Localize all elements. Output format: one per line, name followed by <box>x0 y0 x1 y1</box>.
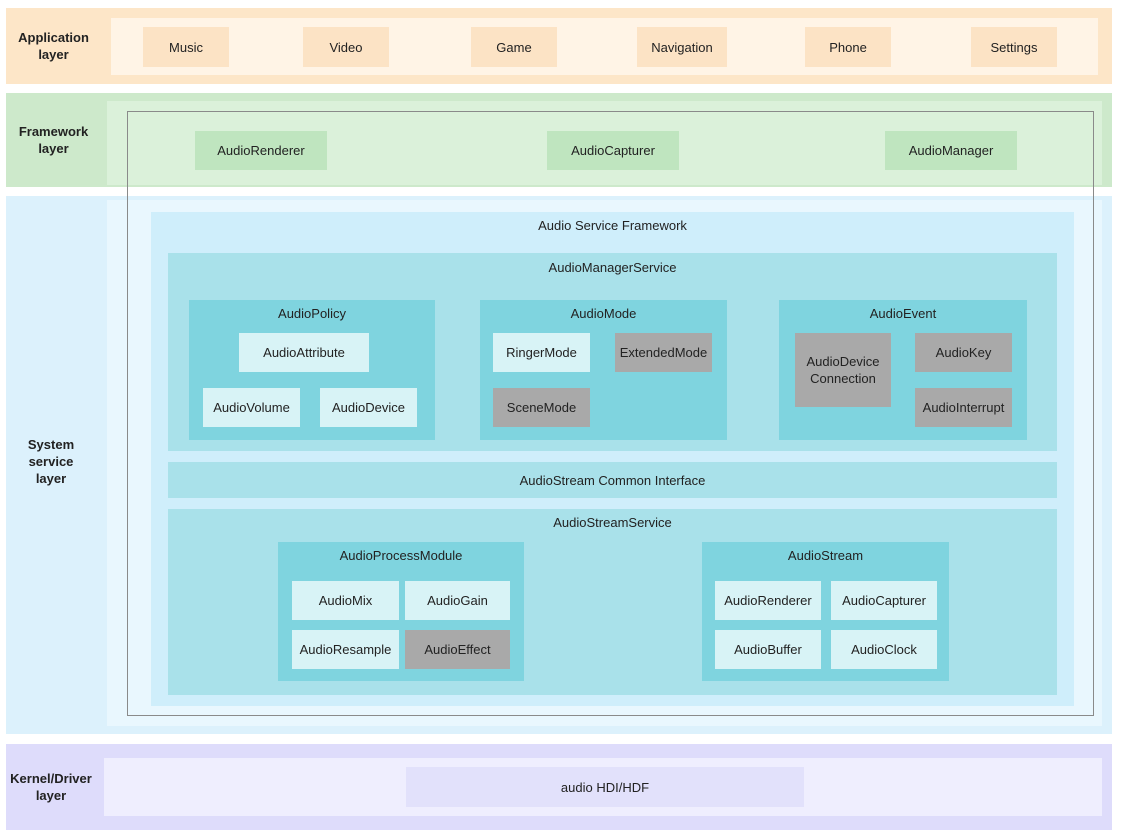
stream-audio-renderer: AudioRenderer <box>715 581 821 620</box>
audio-device-connection: AudioDevice Connection <box>795 333 891 407</box>
application-layer-label: Application layer <box>18 30 89 62</box>
app-game: Game <box>471 27 557 67</box>
audio-mix: AudioMix <box>292 581 399 620</box>
app-phone: Phone <box>805 27 891 67</box>
scene-mode: SceneMode <box>493 388 590 427</box>
audio-interrupt: AudioInterrupt <box>915 388 1012 427</box>
audio-event-title: AudioEvent <box>869 306 937 321</box>
framework-audiocapturer: AudioCapturer <box>547 131 679 170</box>
stream-audio-capturer: AudioCapturer <box>831 581 937 620</box>
audio-stream-service-title: AudioStreamService <box>553 515 672 530</box>
audio-service-framework-title: Audio Service Framework <box>538 218 687 233</box>
extended-mode: ExtendedMode <box>615 333 712 372</box>
audio-attribute: AudioAttribute <box>239 333 369 372</box>
audio-gain: AudioGain <box>405 581 510 620</box>
application-items-container <box>111 18 1098 75</box>
audio-hdi-hdf: audio HDI/HDF <box>406 767 804 807</box>
audio-policy-title: AudioPolicy <box>278 306 346 321</box>
audio-process-module-title: AudioProcessModule <box>339 548 463 563</box>
framework-audiomanager: AudioManager <box>885 131 1017 170</box>
audio-manager-service-title: AudioManagerService <box>548 260 677 275</box>
audio-stream-title: AudioStream <box>787 548 864 563</box>
ringer-mode: RingerMode <box>493 333 590 372</box>
app-navigation: Navigation <box>637 27 727 67</box>
audio-device: AudioDevice <box>320 388 417 427</box>
framework-audiorenderer: AudioRenderer <box>195 131 327 170</box>
framework-layer-label: Framework layer <box>18 124 89 156</box>
audio-effect: AudioEffect <box>405 630 510 669</box>
system-service-layer-label: System service layer <box>27 436 75 486</box>
audio-framework-outline <box>127 111 1094 716</box>
kernel-driver-layer-label: Kernel/Driver layer <box>10 771 92 803</box>
audiostream-common-interface: AudioStream Common Interface <box>168 462 1057 498</box>
app-settings: Settings <box>971 27 1057 67</box>
audio-key: AudioKey <box>915 333 1012 372</box>
app-video: Video <box>303 27 389 67</box>
audio-resample: AudioResample <box>292 630 399 669</box>
app-music: Music <box>143 27 229 67</box>
audio-mode-title: AudioMode <box>570 306 637 321</box>
audio-volume: AudioVolume <box>203 388 300 427</box>
audio-clock: AudioClock <box>831 630 937 669</box>
audio-buffer: AudioBuffer <box>715 630 821 669</box>
